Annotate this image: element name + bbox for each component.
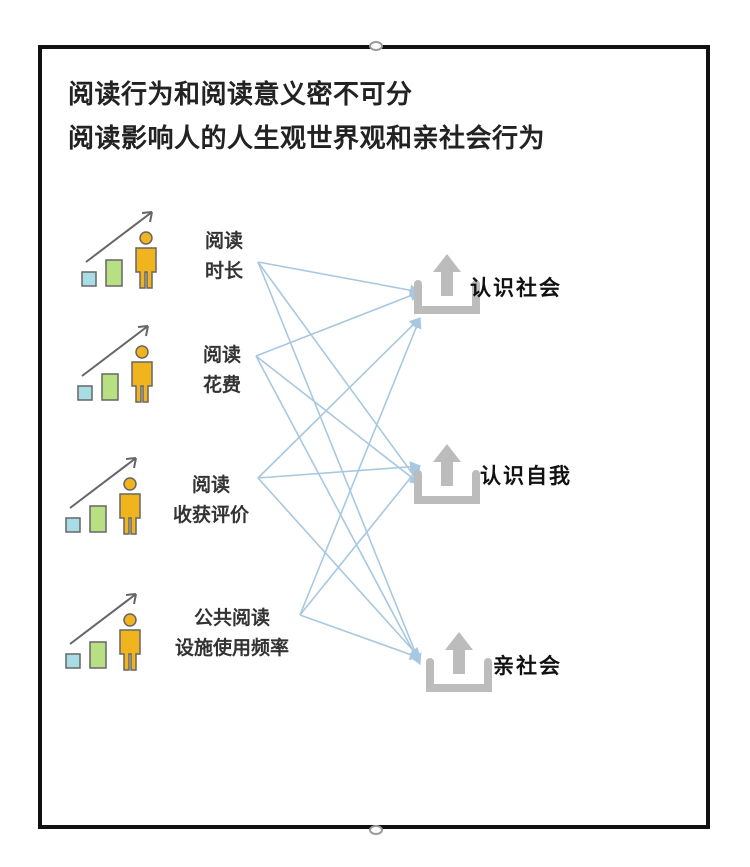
connection-arrow: [255, 290, 422, 357]
upload-arrow-icon: [426, 632, 492, 692]
growth-chart-person-icon: [65, 593, 141, 671]
connection-arrow: [255, 355, 421, 665]
connection-arrow: [255, 355, 421, 485]
output-icons: [414, 254, 492, 692]
input-label-line: 阅读: [202, 344, 242, 366]
connection-arrows: [255, 261, 422, 666]
input-label-line: 时长: [204, 260, 244, 282]
input-icons: [65, 211, 157, 671]
connection-arrow: [257, 477, 421, 659]
title-line-1: 阅读行为和阅读意义密不可分: [68, 80, 413, 110]
connection-arrow: [299, 465, 421, 616]
input-label-duration: 阅读 时长: [205, 226, 243, 286]
input-label-line: 收获评价: [172, 504, 250, 526]
input-label-line: 阅读: [191, 474, 231, 496]
connection-arrow: [257, 461, 422, 479]
connection-arrow: [257, 261, 422, 296]
growth-chart-person-icon: [81, 211, 157, 289]
input-label-facility-use: 公共阅读 设施使用频率: [175, 603, 289, 663]
connection-arrow: [299, 614, 422, 660]
connection-arrow: [257, 261, 421, 485]
output-label-prosocial: 亲社会: [493, 653, 562, 678]
connection-arrow: [257, 317, 421, 479]
output-label-know-society: 认识社会: [470, 275, 562, 300]
connection-arrow: [299, 316, 422, 616]
upload-arrow-icon: [414, 254, 480, 314]
frame-bottom-handle: [369, 825, 383, 835]
input-label-line: 花费: [202, 374, 242, 396]
input-label-line: 公共阅读: [193, 607, 271, 629]
frame-top-handle: [369, 41, 383, 51]
input-label-evaluation: 阅读 收获评价: [173, 470, 249, 530]
growth-chart-person-icon: [65, 457, 141, 535]
growth-chart-person-icon: [77, 325, 153, 403]
title-line-2: 阅读影响人的人生观世界观和亲社会行为: [68, 124, 546, 154]
connection-arrow: [257, 261, 422, 666]
input-label-line: 设施使用频率: [174, 637, 290, 659]
upload-arrow-icon: [414, 444, 480, 504]
input-label-spending: 阅读 花费: [203, 340, 241, 400]
diagram-frame: [38, 45, 710, 829]
output-label-know-self: 认识自我: [480, 463, 572, 488]
input-label-line: 阅读: [204, 230, 244, 252]
